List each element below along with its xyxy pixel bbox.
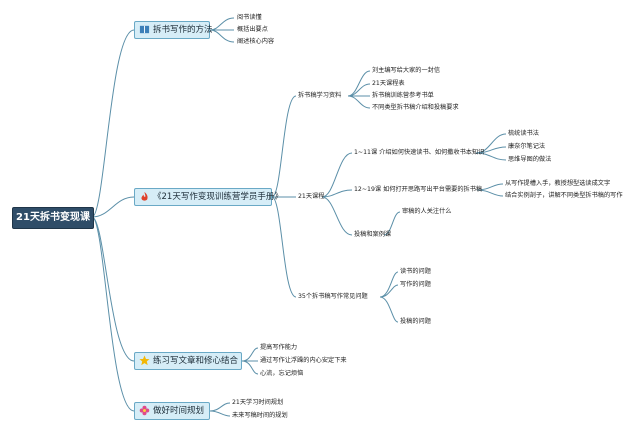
branch-reading-method[interactable]: 拆书写作的方法 — [134, 21, 213, 39]
link-l1-i3 — [475, 152, 507, 161]
leaf-item[interactable]: 提高写作能力 — [260, 344, 298, 351]
subtopic-materials[interactable]: 拆书稿学习资料 — [298, 92, 342, 99]
leaf-item[interactable]: 刘主编写给大家的一封信 — [372, 67, 441, 74]
link-sub1-i1 — [347, 70, 371, 97]
branch-label: 练习写文章和修心结合 — [153, 356, 239, 366]
root-topic[interactable]: 21天拆书变现课 — [12, 207, 94, 229]
branch-time-planning[interactable]: 做好时间规划 — [134, 402, 210, 420]
link-b4-i2 — [209, 410, 231, 417]
link-sub2-l1 — [321, 152, 353, 198]
link-b2-sub3 — [271, 196, 297, 298]
leaf-item[interactable]: 写作的问题 — [400, 281, 431, 288]
lesson-group[interactable]: 1~11课 介绍如何快速读书、如何撒收书本知识 — [354, 149, 485, 156]
leaf-item[interactable]: 心流，忘记烦恼 — [260, 370, 304, 377]
branch-practice-mindfulness[interactable]: 练习写文章和修心结合 — [134, 352, 242, 370]
leaf-item[interactable]: 投稿的问题 — [400, 318, 431, 325]
leaf-item[interactable]: 21天学习时间规划 — [232, 399, 284, 406]
flower-icon — [139, 405, 150, 416]
fire-icon — [141, 191, 148, 201]
link-sub1-i4 — [347, 95, 371, 109]
leaf-item[interactable]: 阅书读懂 — [237, 14, 262, 21]
leaf-item[interactable]: 未来写稿时间的规划 — [232, 412, 288, 419]
lesson-group[interactable]: 投稿和案例课 — [354, 231, 392, 238]
link-l3-i1 — [383, 211, 401, 236]
leaf-item[interactable]: 不同类型拆书稿介绍和投稿要求 — [372, 104, 459, 111]
link-b3-i3 — [241, 360, 259, 375]
leaf-item[interactable]: 概括出要点 — [237, 26, 268, 33]
branch-label: 拆书写作的方法 — [153, 25, 213, 35]
link-sub3-i3 — [379, 296, 399, 323]
leaf-item[interactable]: 通过写作让浮躁的内心安定下来 — [260, 357, 347, 364]
leaf-item[interactable]: 梳统读书法 — [508, 130, 539, 137]
subtopic-faq[interactable]: 35个拆书稿写作常见问题 — [298, 293, 368, 300]
lesson-group[interactable]: 12~19课 如何打开思路写出平台需要的拆书稿 — [354, 186, 483, 193]
leaf-item[interactable]: 拆书稿训练营参考书单 — [372, 92, 434, 99]
link-root-b1 — [91, 29, 135, 218]
branch-handbook[interactable]: 《21天写作变现训练营学员手册》 — [134, 188, 283, 206]
leaf-item[interactable]: 康奈尔笔记法 — [508, 143, 546, 150]
link-sub3-i2 — [379, 284, 399, 298]
link-b1-i3 — [209, 29, 235, 43]
link-sub1-i2 — [347, 83, 371, 97]
leaf-item[interactable]: 审稿的人关注什么 — [402, 208, 452, 215]
branch-label: 做好时间规划 — [153, 406, 205, 416]
link-sub2-l2 — [321, 189, 353, 198]
link-root-b3 — [91, 216, 135, 362]
star-icon — [139, 355, 150, 366]
book-icon — [139, 25, 150, 34]
leaf-item[interactable]: 读书的问题 — [400, 268, 431, 275]
leaf-item[interactable]: 结合实例剖子，讲解不同类型拆书稿的写作 — [505, 192, 623, 199]
link-sub3-i1 — [379, 271, 399, 298]
link-b1-i1 — [209, 17, 235, 31]
leaf-item[interactable]: 21天课程表 — [372, 80, 405, 87]
link-sub2-l3 — [321, 196, 353, 236]
link-b4-i1 — [209, 402, 231, 412]
link-b2-sub1 — [271, 95, 297, 198]
link-b3-i1 — [241, 347, 259, 362]
link-root-b4 — [91, 216, 135, 412]
leaf-item[interactable]: 思维导图的做法 — [508, 156, 552, 163]
branch-label: 《21天写作变现训练营学员手册》 — [153, 192, 283, 202]
link-root-b2 — [91, 196, 135, 218]
leaf-item[interactable]: 阐述核心内容 — [237, 38, 275, 45]
leaf-item[interactable]: 从写作提槽入手，教授想型选读成文字 — [505, 180, 611, 187]
subtopic-course[interactable]: 21天课程 — [298, 193, 325, 200]
link-l2-i2 — [476, 189, 504, 197]
